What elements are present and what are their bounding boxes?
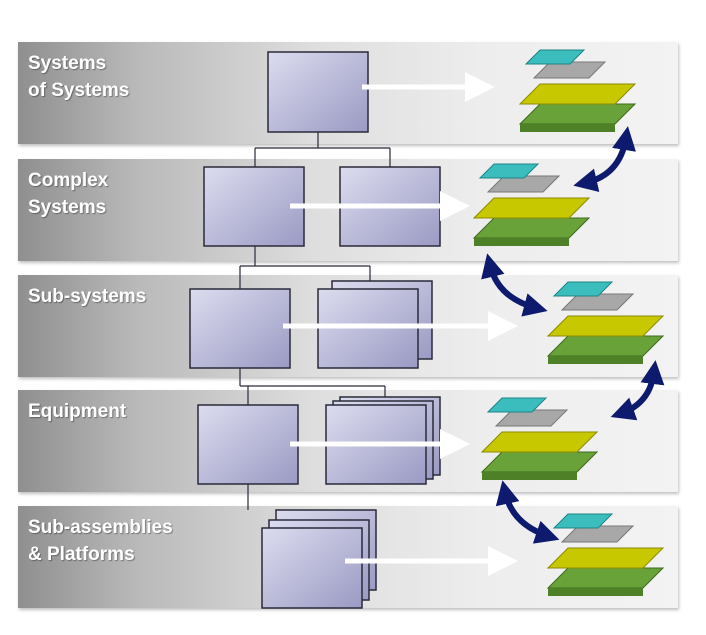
layer-stack-icon [472,163,591,246]
system-box [197,404,299,485]
curved-double-arrow-icon [573,126,636,193]
level-label: Sub-assemblies & Platforms [28,517,173,565]
system-box [189,288,291,369]
curved-double-arrow-icon [495,480,560,544]
tree-connectors [239,132,391,510]
layer-stack-icon [546,281,665,364]
curved-double-arrow-icon [610,360,665,421]
level-label: Complex Systems [28,170,109,218]
system-box [261,527,363,609]
curved-double-arrow-icon [481,253,548,317]
level-label: Systems of Systems [28,53,130,101]
layer-stack-icon [546,513,665,596]
system-box [203,166,305,247]
level-label: Equipment [28,401,127,422]
system-box [267,51,369,133]
layer-stack-icon [480,397,599,480]
level-label: Sub-systems [28,286,147,307]
layer-stack-icon [518,49,637,132]
